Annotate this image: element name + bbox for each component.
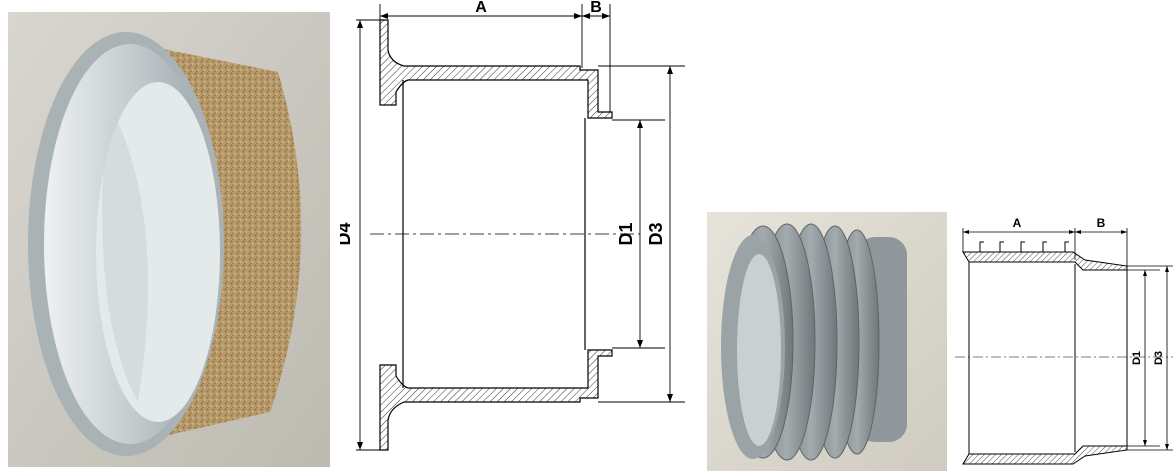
ribbed-section-graphic: A B D1 D3 <box>955 216 1173 465</box>
collar-photo-graphic <box>8 12 330 467</box>
dimension-d3-label: D3 <box>1153 351 1165 365</box>
ribbed-collar-cross-section-drawing: A B D1 D3 <box>955 212 1173 471</box>
dimension-a-label: A <box>1013 216 1022 230</box>
sand-coated-collar-photo <box>8 12 330 467</box>
collar-section-graphic: A B D4 D1 D3 <box>340 0 685 451</box>
dimension-b-label: B <box>590 0 602 16</box>
dimension-a-label: A <box>475 0 487 16</box>
ribbed-collar-graphic <box>707 212 947 471</box>
dimension-d3-label: D3 <box>646 222 666 245</box>
dimension-d1-label: D1 <box>1131 351 1143 365</box>
ribbed-collar-photo <box>707 212 947 471</box>
dimension-d1-label: D1 <box>616 222 636 245</box>
dimension-b-label: B <box>1097 216 1106 230</box>
collar-cross-section-drawing: A B D4 D1 D3 <box>340 0 700 471</box>
dimension-d4-label: D4 <box>340 222 354 245</box>
